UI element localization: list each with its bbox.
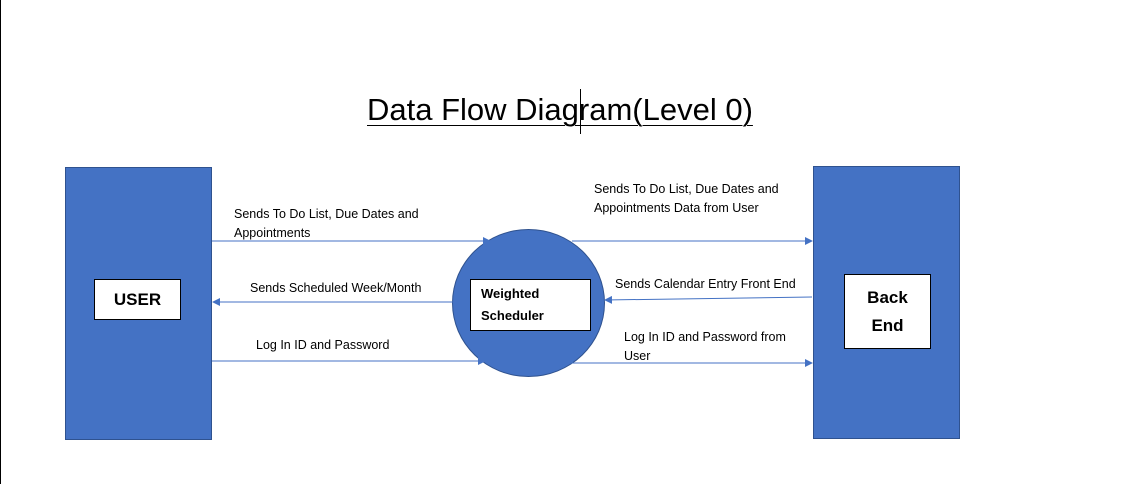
process-label: Weighted Scheduler: [470, 279, 591, 331]
flow-label-process-to-backend: Sends To Do List, Due Dates and Appointm…: [594, 182, 779, 215]
user-entity-label: USER: [94, 279, 181, 320]
text-cursor: [580, 89, 581, 134]
flow-label-user-to-process: Sends To Do List, Due Dates and Appointm…: [234, 207, 419, 240]
page-left-border: [0, 0, 1, 484]
flow-label-backend-to-process: Sends Calendar Entry Front End: [615, 277, 796, 291]
flow-label-login-process-to-backend: Log In ID and Password from User: [624, 330, 786, 363]
arrow-backend-to-process: [604, 295, 813, 304]
flow-label-login-user-to-process: Log In ID and Password: [256, 338, 390, 352]
backend-entity-label: Back End: [844, 274, 931, 349]
diagram-title: Data Flow Diagram(Level 0): [367, 92, 753, 127]
flow-label-process-to-user: Sends Scheduled Week/Month: [250, 281, 422, 295]
